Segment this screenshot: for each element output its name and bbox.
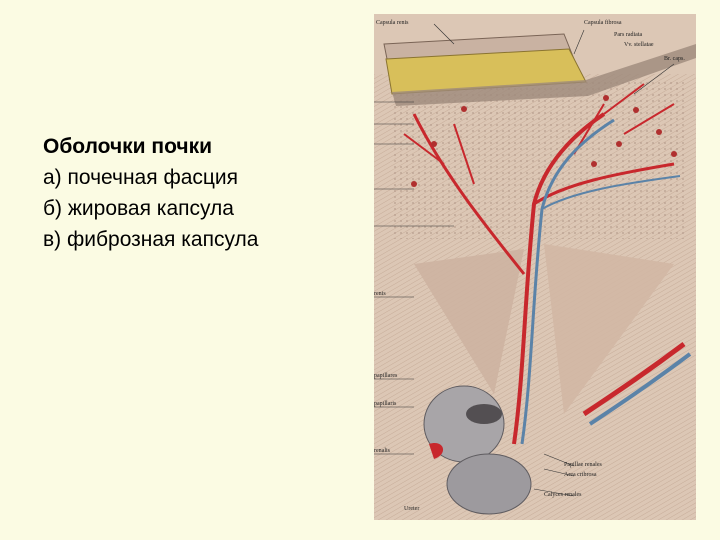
list-item-fat-capsule: б) жировая капсула [43,197,234,220]
renal-fascia-layer [392,44,696,106]
glomeruli [411,95,677,187]
arteries [403,83,686,445]
label-vv-stellatae: Vv. stellatae [624,42,654,48]
label-papillaris: papillaris [374,401,397,407]
label-pars-radiata: Pars radiata [614,32,642,38]
cortex-texture [394,79,684,239]
area-cribrosa [466,404,502,424]
kidney-section-illustration: Capsula renis Capsula fibrosa Pars radia… [374,14,696,520]
slide-heading: Оболочки почки [43,135,213,158]
renal-pelvis [446,453,532,515]
label-br-caps: Br. caps. [664,56,685,62]
label-papillares: papillares [374,373,398,379]
renal-artery-stub [429,442,444,459]
label-papillae-renales: Papillae renales [564,462,602,468]
list-item-fascia: а) почечная фасция [43,166,239,189]
renal-pyramid-right [544,244,674,414]
label-capsula-fibrosa: Capsula fibrosa [584,19,622,26]
renal-pyramid-left [414,249,524,394]
veins [520,118,692,445]
label-area-cribrosa: Area cribrosa [564,472,597,478]
kidney-section-drawing: Capsula renis Capsula fibrosa Pars radia… [374,14,696,520]
label-capsula-renis: Capsula renis [376,20,409,26]
label-ureter: Ureter [404,506,419,512]
text-block: Оболочки почки а) почечная фасция б) жир… [43,131,258,255]
label-calyces-renales: Calyces renales [544,492,582,498]
label-renis: renis [374,291,386,297]
label-lines [374,23,675,497]
list-item-fibrous-capsule: в) фиброзная капсула [43,228,259,251]
label-renalis: renalis [374,448,391,454]
